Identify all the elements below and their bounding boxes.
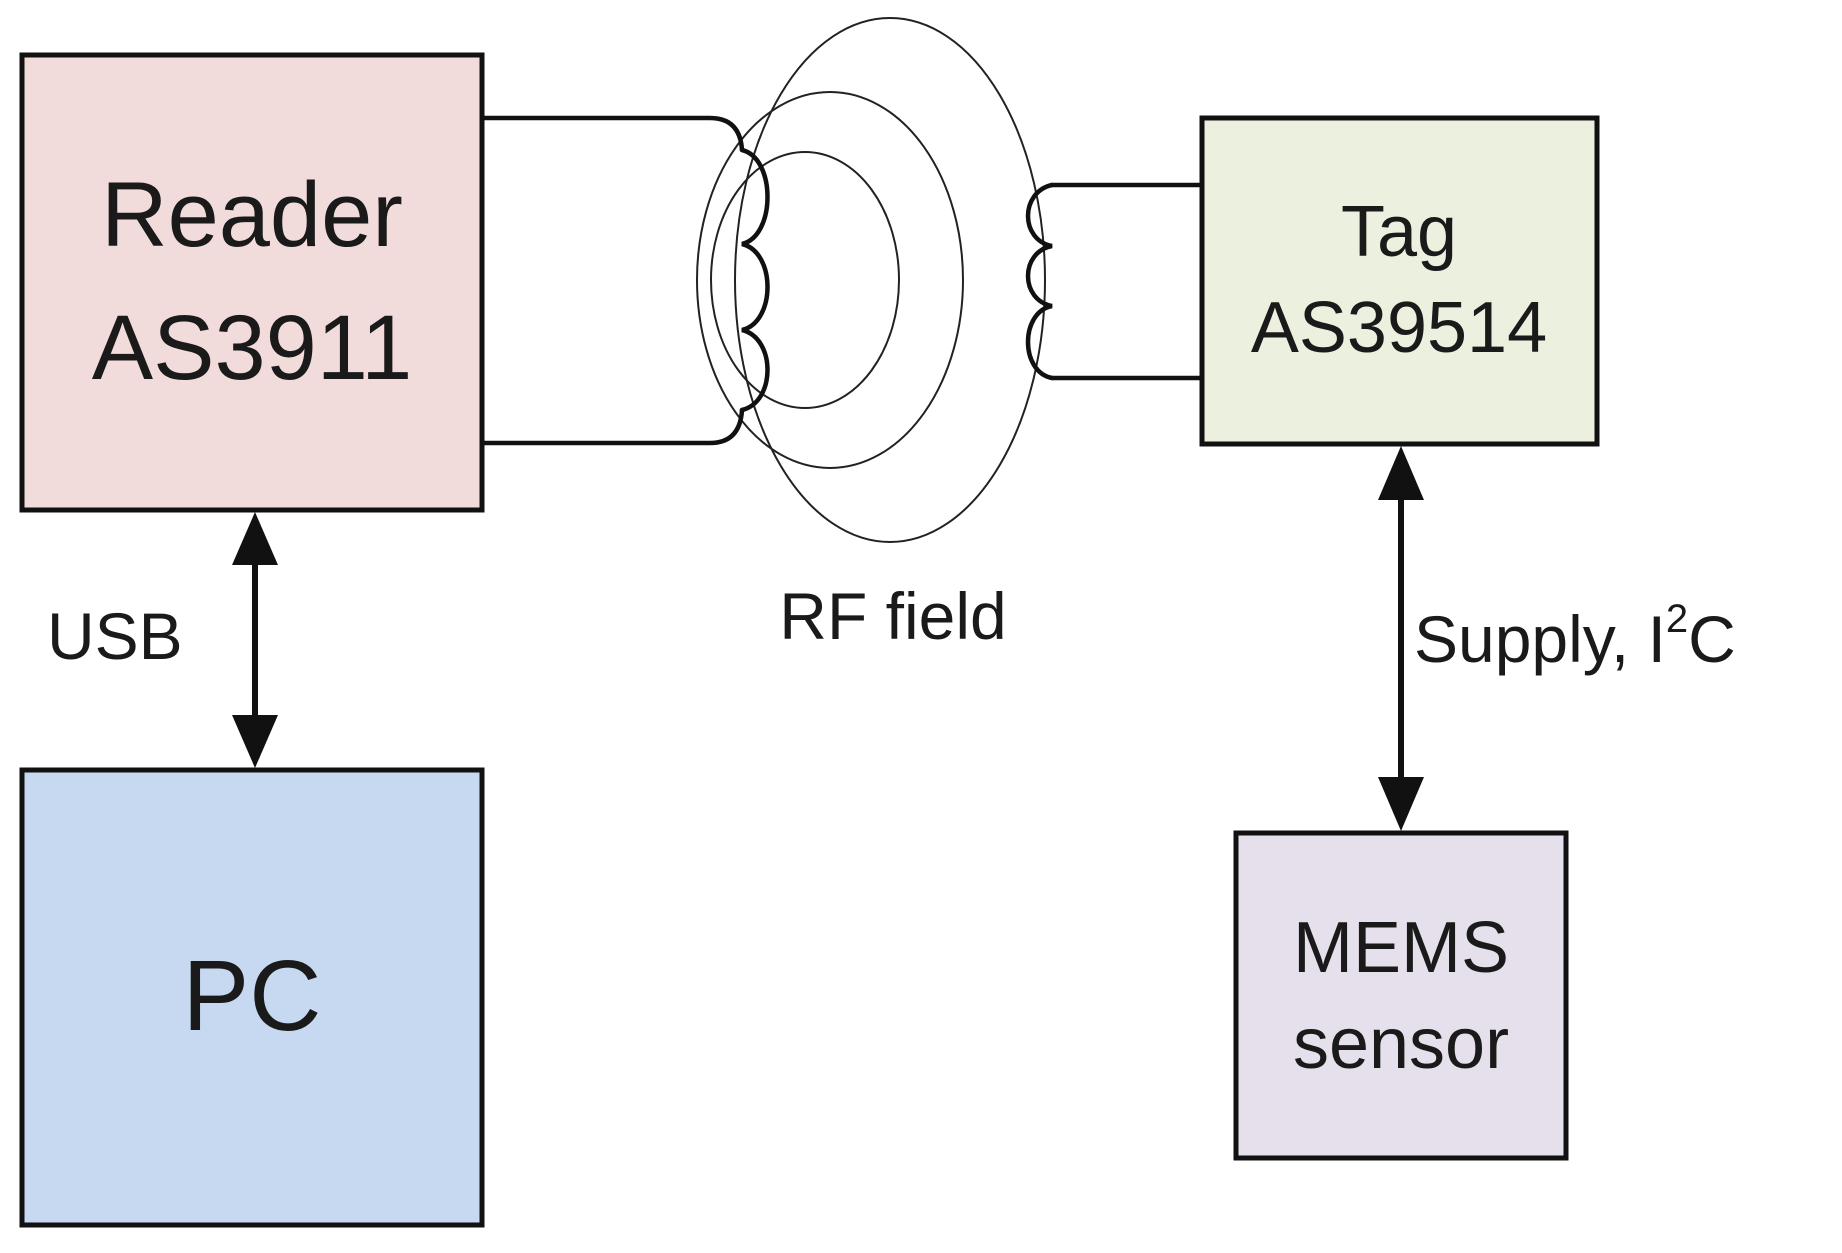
usb-link-arrow [232, 512, 278, 768]
rf-field-lines [696, 17, 1046, 543]
mems-sensor-block: MEMS sensor [1233, 830, 1569, 1161]
tag-model: AS39514 [1251, 288, 1547, 368]
tag-antenna-coil [1025, 182, 1055, 381]
reader-wire-top [479, 115, 745, 153]
mems-sensor-box [1233, 830, 1569, 1161]
supply-label-prefix: Supply, I [1414, 602, 1666, 676]
usb-arrow-head-down [232, 715, 278, 768]
rf-field-line-middle [696, 91, 964, 469]
supply-arrow-head-down [1378, 777, 1424, 831]
pc-block: PC [19, 767, 485, 1228]
supply-label-superscript: 2 [1666, 597, 1688, 641]
supply-i2c-link-arrow [1378, 446, 1424, 831]
supply-i2c-label: Supply, I2C [1414, 597, 1736, 676]
mems-sensor-subtitle: sensor [1293, 1004, 1509, 1084]
usb-label: USB [47, 599, 183, 673]
tag-box [1199, 115, 1600, 447]
supply-label-suffix: C [1688, 602, 1736, 676]
reader-antenna-coil [739, 147, 770, 413]
rf-field-line-outer [734, 17, 1046, 543]
mems-sensor-title: MEMS [1293, 908, 1509, 988]
supply-arrow-head-up [1378, 446, 1424, 500]
rf-field-label: RF field [779, 579, 1006, 653]
pc-box [19, 767, 485, 1228]
reader-block: Reader AS3911 [19, 52, 485, 513]
rf-field-line-inner [710, 151, 900, 409]
reader-model: AS3911 [92, 297, 413, 399]
tag-title: Tag [1341, 192, 1457, 272]
pc-label: PC [183, 940, 322, 1052]
reader-box [19, 52, 485, 513]
usb-arrow-head-up [232, 512, 278, 565]
reader-wire-bottom [479, 407, 745, 446]
tag-block: Tag AS39514 [1199, 115, 1600, 447]
reader-title: Reader [101, 164, 403, 266]
